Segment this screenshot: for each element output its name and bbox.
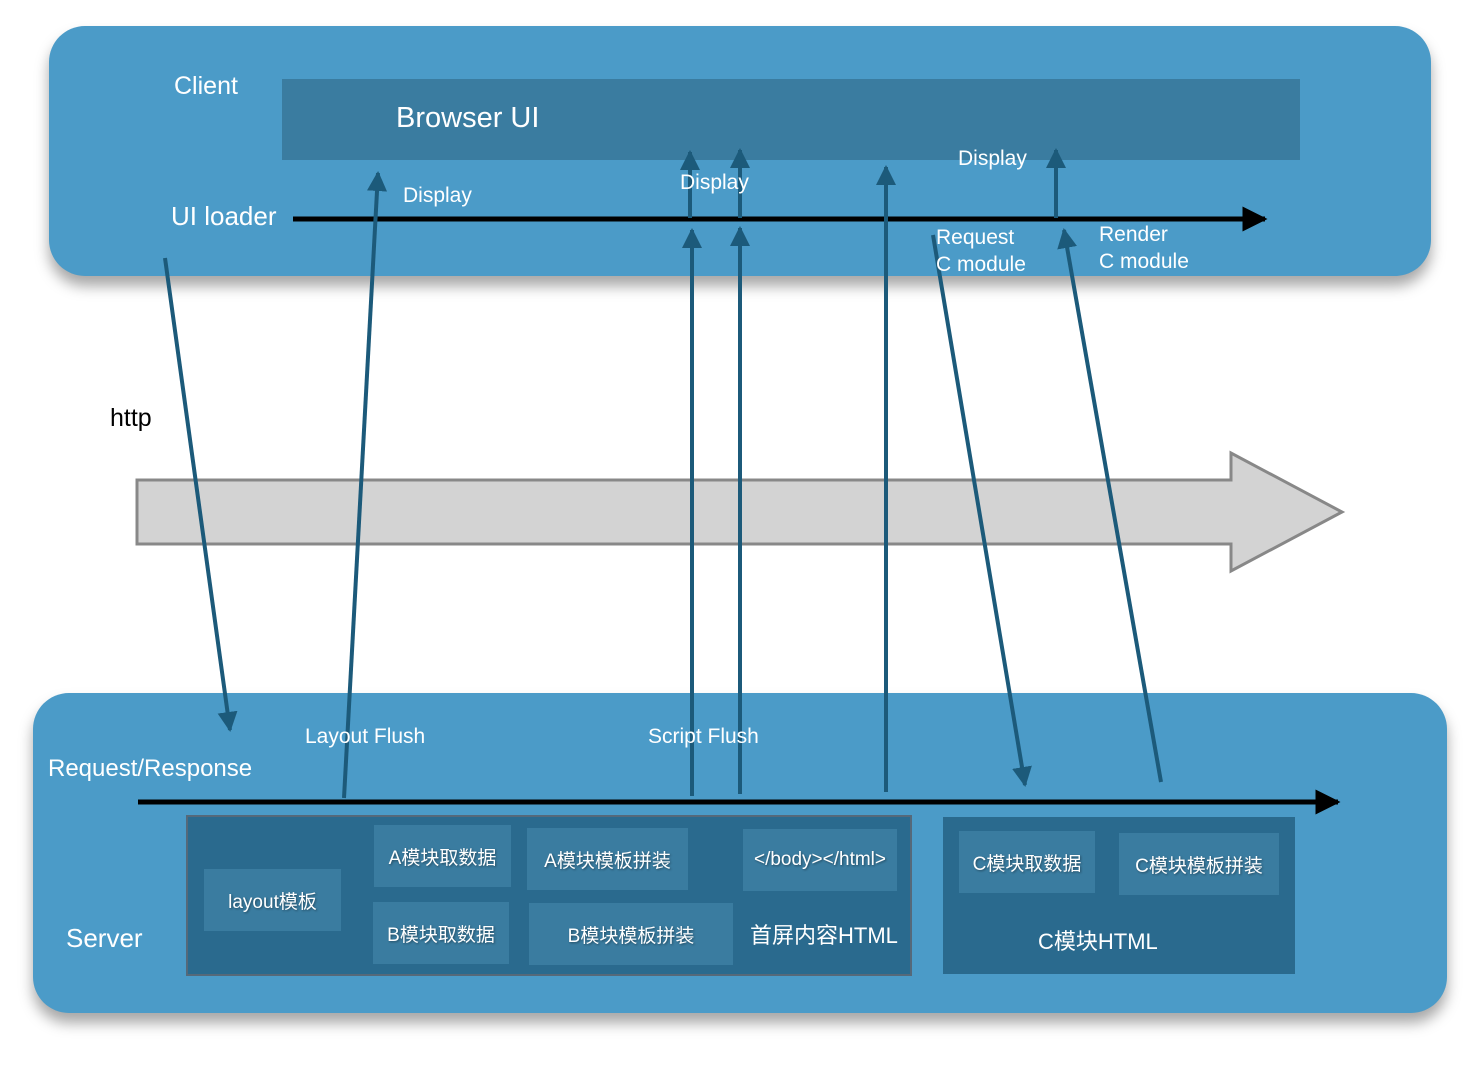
http-label: http (110, 404, 152, 432)
b-fetch-box: B模块取数据 (373, 902, 509, 964)
render-c-label-1: Render (1099, 223, 1168, 246)
body-html-box: </body></html> (743, 829, 897, 891)
c-assemble-box: C模块模板拼装 (1119, 833, 1279, 895)
client-label: Client (174, 72, 238, 100)
request-arrow (163, 257, 238, 732)
display-label-2: Display (680, 171, 749, 194)
display-label-3: Display (958, 147, 1027, 170)
request-c-label-2: C module (936, 253, 1026, 276)
layout-flush-arrow (342, 171, 388, 799)
a-fetch-box: A模块取数据 (374, 825, 511, 887)
browser-ui-bar (282, 79, 1300, 160)
display-label-1: Display (403, 184, 472, 207)
b-assemble-box: B模块模板拼装 (529, 903, 733, 965)
first-screen-html-label: 首屏内容HTML (750, 923, 898, 948)
script-flush-label: Script Flush (648, 725, 759, 748)
request-c-label-1: Request (936, 226, 1015, 249)
a-assemble-box: A模块模板拼装 (527, 828, 688, 890)
layout-flush-label: Layout Flush (305, 725, 426, 748)
c-html-label: C模块HTML (1038, 929, 1158, 954)
request-c-arrow (931, 234, 1032, 787)
server-label: Server (66, 923, 143, 953)
layout-template-box: layout模板 (204, 869, 341, 931)
ui-loader-label: UI loader (171, 201, 277, 231)
render-c-arrow (1057, 228, 1163, 783)
request-response-label: Request/Response (48, 755, 253, 782)
render-c-label-2: C module (1099, 250, 1189, 273)
browser-ui-label: Browser UI (396, 102, 540, 134)
c-fetch-box: C模块取数据 (959, 831, 1095, 893)
